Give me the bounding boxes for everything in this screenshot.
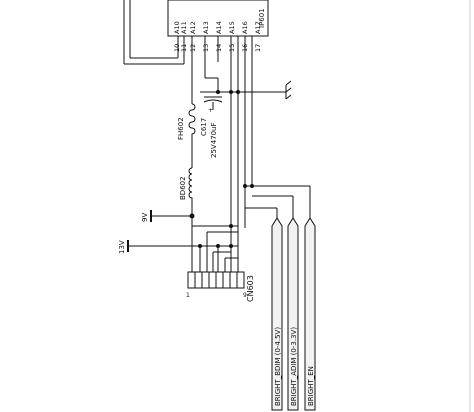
ic-pin-number: 13 [202,44,210,52]
ic-pin-name: A15 [228,21,236,34]
ic-pin-name: A11 [180,21,188,34]
ground-bus [200,80,292,100]
ic-pin-name: A12 [189,21,197,34]
ic-ref-label: IP601 [258,8,266,28]
junction-dot [236,90,240,94]
junction-dot [189,213,195,219]
connector-cn603 [187,271,245,289]
ic-pin-number: 17 [254,44,262,52]
cap-ref-label: C617 [200,118,208,136]
ic-pin-name: A10 [173,21,181,34]
fuse-fh602 [188,103,196,140]
ic-pin-name: A13 [202,21,210,34]
connector-pin-first: 1 [186,292,190,299]
ic-pin-number: 15 [228,44,236,52]
rail-13v-label: 13V [118,240,126,254]
junction-dot [216,90,220,94]
power-rails [127,210,239,272]
ic-pin-number: 12 [189,44,197,52]
signal-tag [271,217,283,411]
signal-tag [287,217,299,411]
ground-tick-1 [285,80,292,86]
signal-wires [245,185,311,218]
cap-polarity-label: + [208,107,213,114]
fuse-ref-label: FH602 [177,117,185,140]
ic-pin-number: 14 [215,44,223,52]
rail-9v-label: 9V [141,213,149,222]
ic-pin-name: A17 [254,21,262,34]
connector-ref-label: CN603 [246,275,255,302]
signal-tags: BRIGHT_BDIM (0-4.5V) BRIGHT_ADIM (0-3.3V)… [271,217,316,411]
ic-pin-name: A16 [241,21,249,34]
cap-value-label: 25V470uF [210,122,218,158]
signal-tag-label: BRIGHT_EN [307,366,315,406]
bead-ref-label: BD602 [179,176,187,200]
ferrite-bead-bd602 [188,167,193,205]
junction-dot [229,90,233,94]
fuse-symbol [188,103,196,140]
connector-pins [194,272,245,288]
junction-dots [198,90,254,248]
pin-wires [177,36,253,272]
connector-pin-last: 9 [243,292,247,299]
ground-tick-2 [285,87,292,93]
signal-tag [304,217,316,411]
signal-tag-label: BRIGHT_ADIM (0-3.3V) [290,327,298,406]
bead-symbol [188,167,193,205]
ic-pin-name: A14 [215,21,223,34]
ground-tick-3 [285,94,292,100]
signal-tag-label: BRIGHT_BDIM (0-4.5V) [274,327,282,406]
cap-plate-2 [203,99,223,103]
ic-pin-number: 10 [173,44,181,52]
